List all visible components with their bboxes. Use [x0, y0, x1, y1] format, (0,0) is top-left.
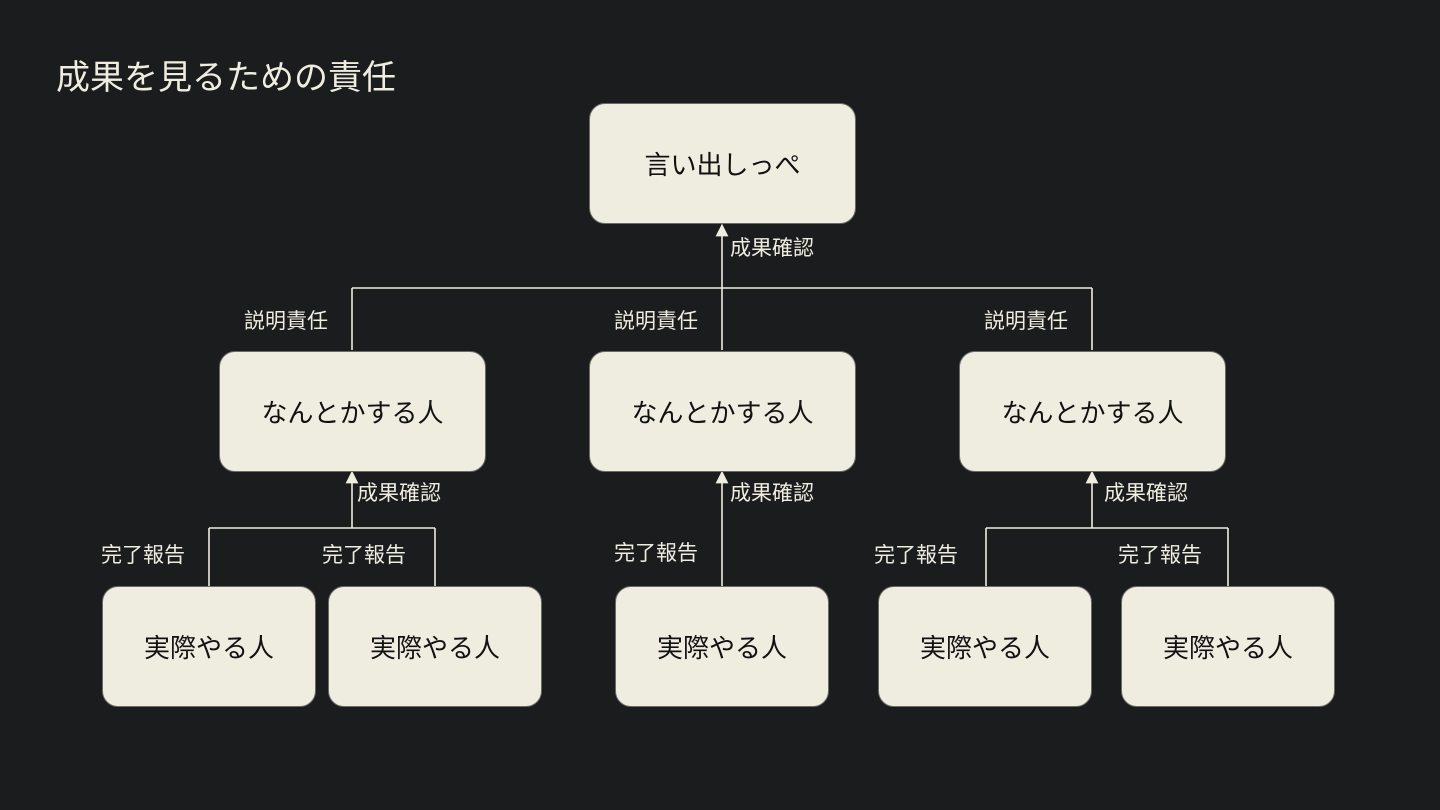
- label-accountability-center: 説明責任: [614, 309, 698, 333]
- label-confirm-left: 成果確認: [357, 481, 441, 505]
- label-report-2: 完了報告: [322, 543, 406, 567]
- label-report-5: 完了報告: [1118, 543, 1202, 567]
- node-bottom-3: 実際やる人: [615, 586, 829, 707]
- label-confirm-center: 成果確認: [730, 481, 814, 505]
- label-confirm-top: 成果確認: [730, 236, 814, 260]
- node-mid-3: なんとかする人: [959, 351, 1226, 472]
- node-bottom-2: 実際やる人: [328, 586, 542, 707]
- label-confirm-right: 成果確認: [1104, 481, 1188, 505]
- node-top: 言い出しっぺ: [589, 103, 856, 224]
- node-mid-2: なんとかする人: [589, 351, 856, 472]
- label-report-4: 完了報告: [874, 543, 958, 567]
- page-title: 成果を見るための責任: [56, 58, 396, 98]
- label-report-3: 完了報告: [614, 541, 698, 565]
- node-mid-1: なんとかする人: [219, 351, 486, 472]
- label-accountability-left: 説明責任: [244, 309, 328, 333]
- label-accountability-right: 説明責任: [984, 309, 1068, 333]
- node-bottom-1: 実際やる人: [102, 586, 316, 707]
- node-bottom-5: 実際やる人: [1121, 586, 1335, 707]
- label-report-1: 完了報告: [101, 543, 185, 567]
- node-bottom-4: 実際やる人: [878, 586, 1092, 707]
